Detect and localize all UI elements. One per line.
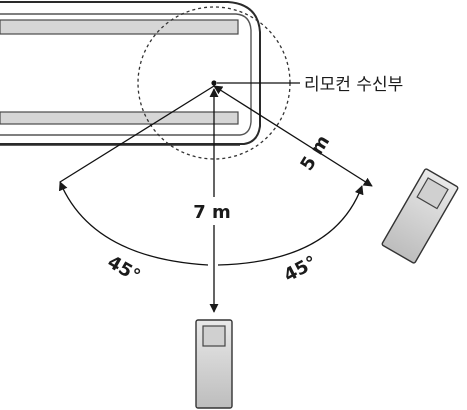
left-angle-label: 45°	[104, 252, 144, 287]
receiver-label: 리모컨 수신부	[304, 75, 403, 95]
aircon-unit	[0, 0, 261, 146]
left-boundary-line	[59, 85, 215, 183]
right-angle-arc	[217, 185, 364, 266]
front-distance-label-bg	[186, 197, 238, 225]
left-angle-arc	[58, 181, 209, 266]
remote-control-side	[381, 168, 459, 264]
remote-control-front	[195, 319, 233, 409]
right-angle-label: 45°	[280, 252, 320, 287]
front-distance-label: 7 m	[193, 202, 231, 223]
receiver-point	[211, 80, 217, 86]
side-distance-label: 5 m	[296, 132, 334, 175]
side-distance-arrow	[213, 85, 373, 187]
